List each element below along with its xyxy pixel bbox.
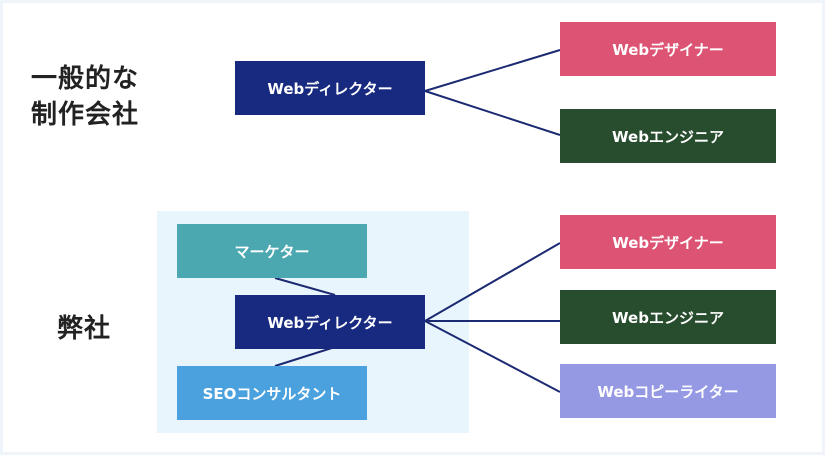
- copywriter-box: Webコピーライター: [560, 364, 776, 418]
- our-engineer-box: Webエンジニア: [560, 290, 776, 344]
- marketer-box: マーケター: [177, 224, 367, 278]
- our-company-title: 弊社: [57, 314, 112, 344]
- general-company-title: 一般的な 制作会社: [31, 61, 139, 133]
- seo-consultant-box: SEOコンサルタント: [177, 366, 367, 420]
- general-designer-box: Webデザイナー: [560, 22, 776, 76]
- general-engineer-box: Webエンジニア: [560, 109, 776, 163]
- connector-director-seo: [274, 346, 336, 367]
- general-director-box: Webディレクター: [235, 61, 425, 115]
- connector-our-director-copywriter: [424, 320, 561, 393]
- connector-lines: [274, 49, 561, 393]
- connector-our-director-designer: [424, 242, 561, 322]
- connector-general-director-engineer: [424, 90, 561, 136]
- general-company-title-line1: 一般的な: [31, 64, 140, 94]
- our-designer-box: Webデザイナー: [560, 215, 776, 269]
- connector-marketer-director: [274, 277, 336, 296]
- diagram-canvas: 一般的な 制作会社 Webディレクター Webデザイナー Webエンジニア 弊社…: [3, 3, 822, 452]
- our-director-box: Webディレクター: [235, 295, 425, 349]
- connector-general-director-designer: [424, 49, 561, 92]
- general-company-title-line2: 制作会社: [31, 100, 140, 130]
